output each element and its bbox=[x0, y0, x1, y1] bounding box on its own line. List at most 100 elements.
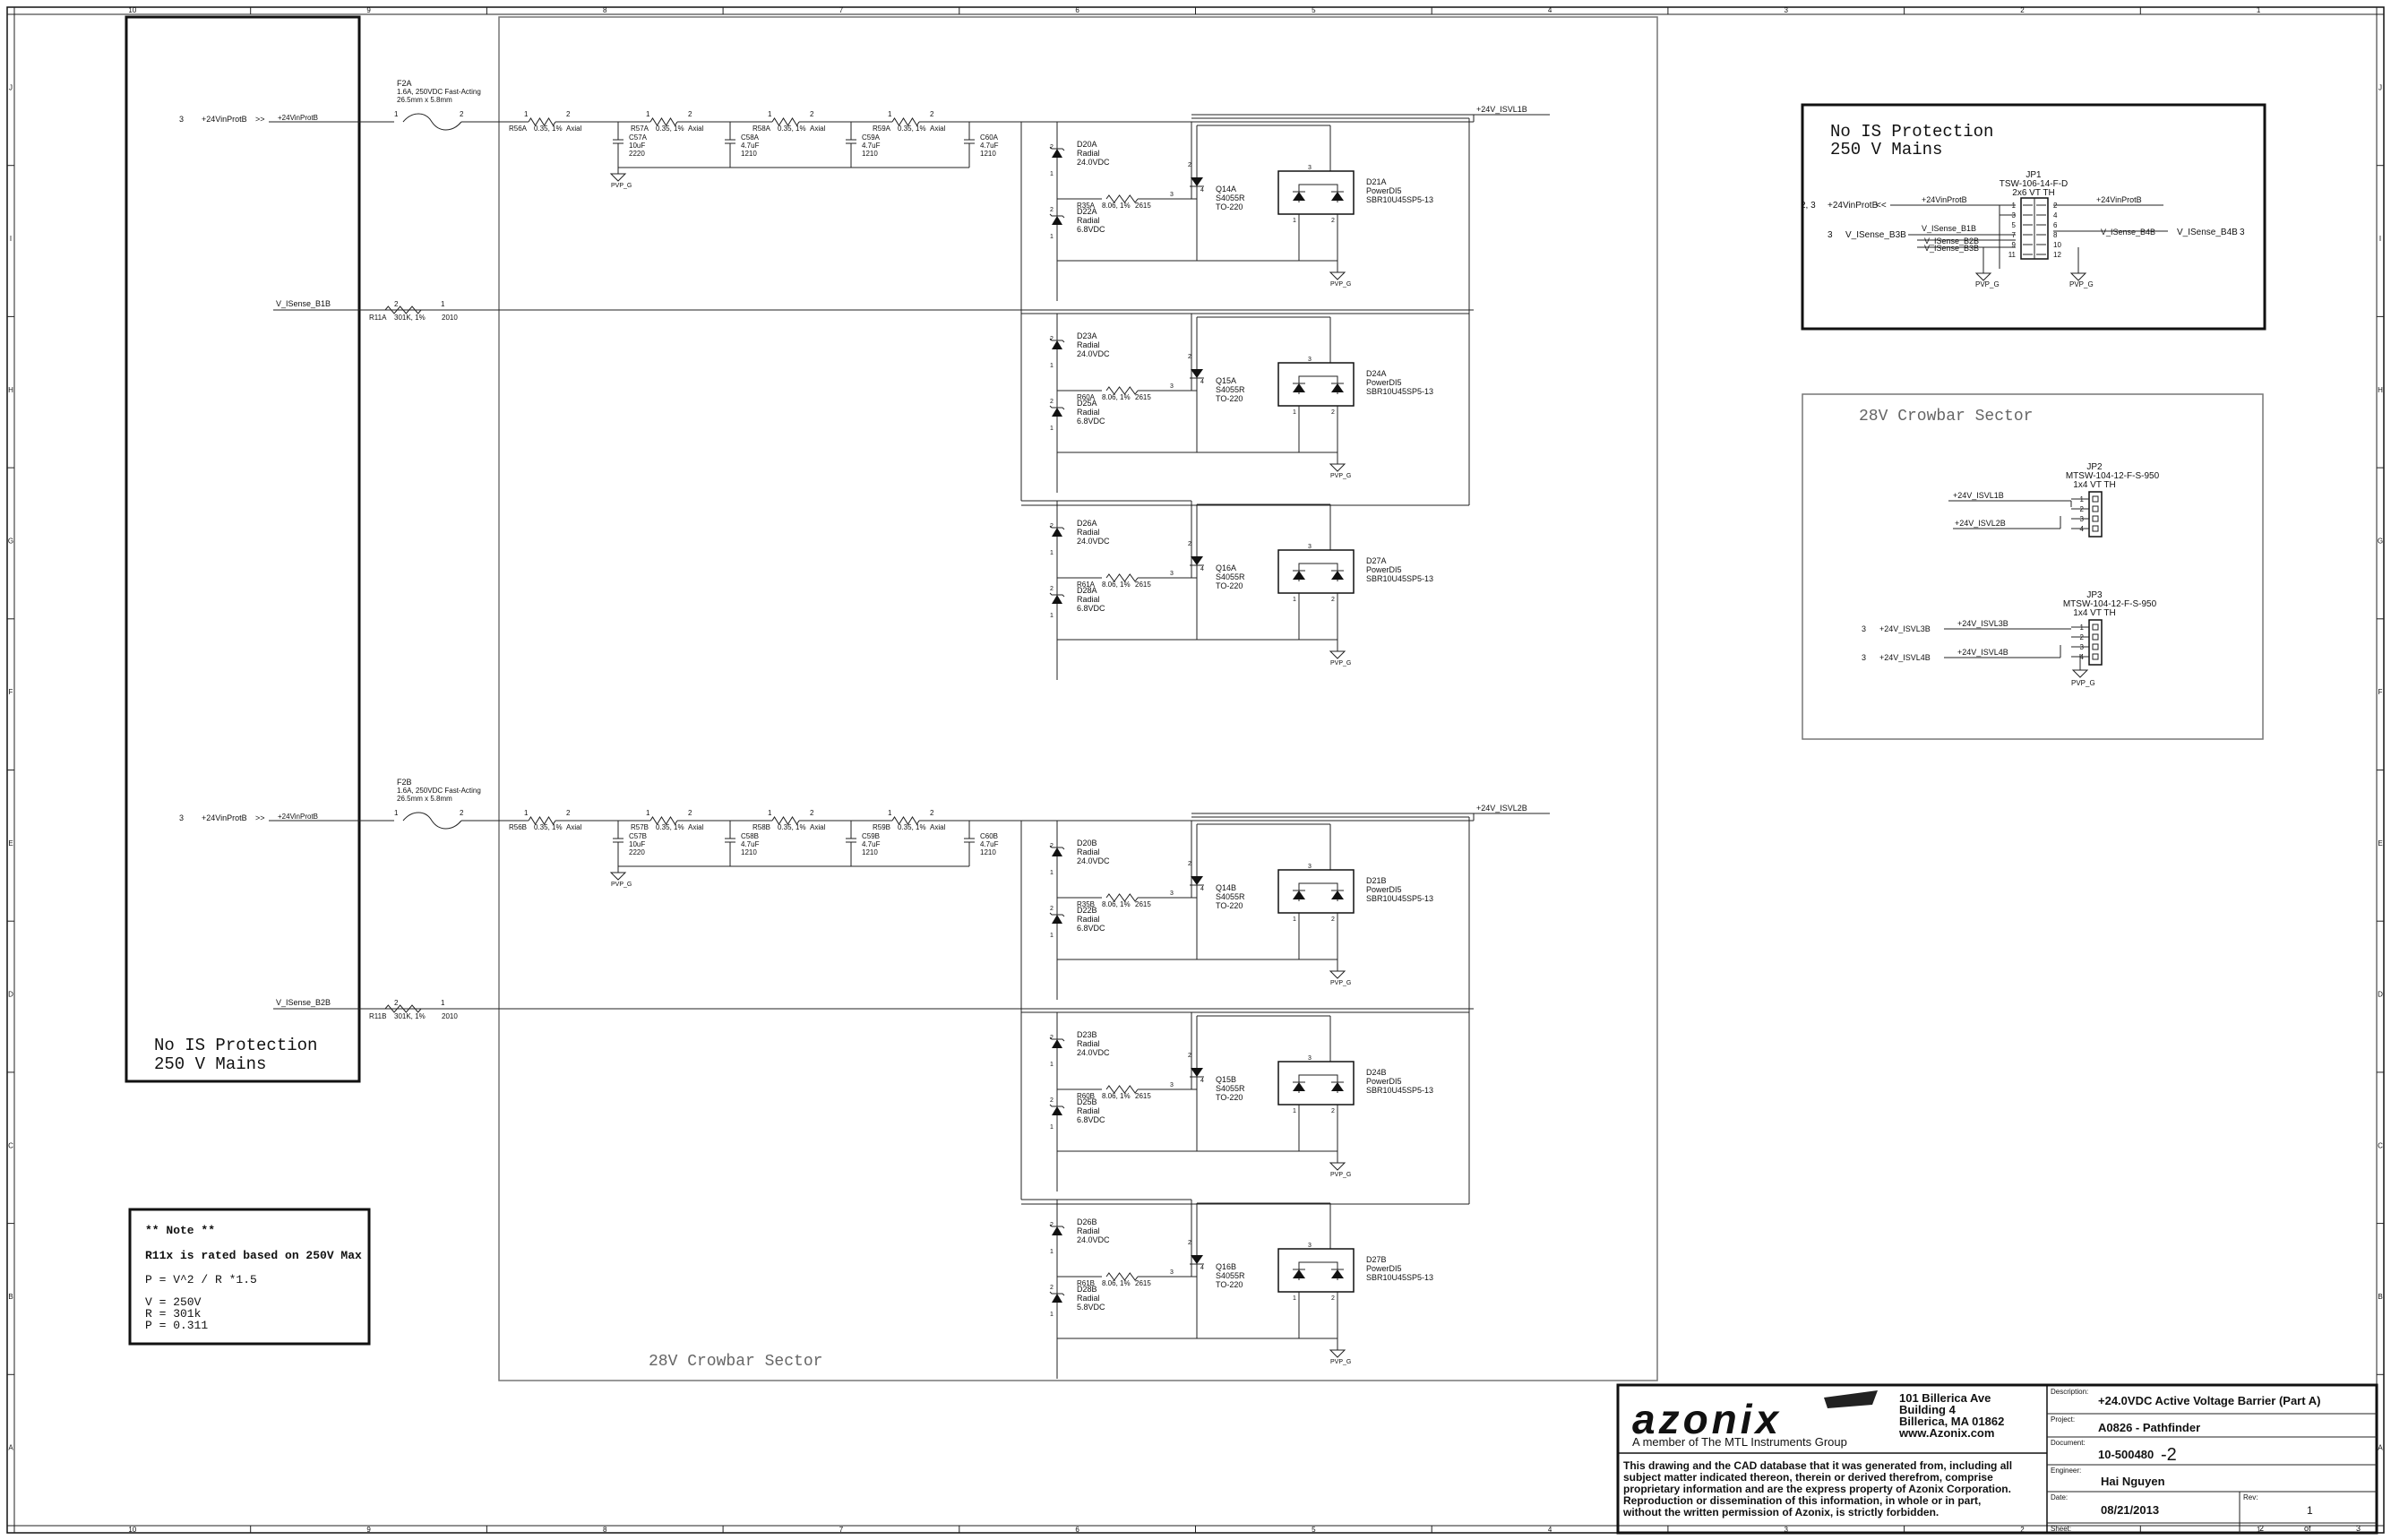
resistor-value: 0.35, 1% bbox=[656, 125, 684, 133]
resistor-pin: 1 bbox=[768, 110, 772, 118]
zener-voltage: 24.0VDC bbox=[1077, 158, 1110, 167]
zener-ref: D22B bbox=[1077, 906, 1097, 915]
jp1-part: TSW-106-14-F-D bbox=[2000, 179, 2068, 189]
jp2-pin-mark bbox=[2092, 515, 2099, 522]
border-col-label: 2 bbox=[2020, 6, 2025, 14]
zener-pin: 1 bbox=[1050, 426, 1054, 432]
address-1: 101 Billerica Ave bbox=[1899, 1391, 1991, 1405]
scr-pin: 2 bbox=[1188, 1053, 1191, 1059]
power-diode-package bbox=[1277, 1061, 1355, 1106]
zener-voltage: 6.8VDC bbox=[1077, 225, 1105, 234]
sheet-border bbox=[6, 6, 2385, 1534]
scr-package: TO-220 bbox=[1216, 394, 1243, 403]
ground-label: PVP_G bbox=[1330, 980, 1351, 986]
resistor-package: Axial bbox=[566, 125, 582, 133]
jp2-connector bbox=[2088, 491, 2103, 538]
power-diode-icon bbox=[1293, 890, 1305, 899]
jp1-net-in-wire: +24VinProtB bbox=[1922, 195, 1967, 204]
zener-diode-icon bbox=[1052, 149, 1062, 158]
jp1-pin-left: 5 bbox=[2012, 221, 2017, 229]
resistor-icon bbox=[771, 117, 800, 126]
jp1-box: No IS Protection 250 V Mains JP1 TSW-106… bbox=[1801, 103, 2266, 331]
scr-part: S4055R bbox=[1216, 572, 1245, 581]
scr-icon bbox=[1191, 556, 1203, 565]
note-line-2: P = V^2 / R *1.5 bbox=[145, 1273, 257, 1286]
resistor-pin: 2 bbox=[566, 110, 571, 118]
scr-pin: 4 bbox=[1200, 379, 1204, 385]
zener-diode-icon bbox=[1052, 915, 1062, 924]
zener-bar bbox=[1049, 405, 1065, 410]
resistor-value: 0.35, 1% bbox=[534, 823, 563, 831]
jp1-net-in-label: +24VinProtB bbox=[1828, 201, 1879, 211]
left-box-title-2: 250 V Mains bbox=[154, 1054, 266, 1074]
vsense-label: V_ISense_B2B bbox=[276, 998, 331, 1007]
sense-resistor-pin: 2 bbox=[394, 999, 399, 1007]
border-col-label: 10 bbox=[128, 6, 136, 14]
zener-type: Radial bbox=[1077, 1106, 1100, 1115]
jp1-box-title-2: 250 V Mains bbox=[1830, 140, 1942, 159]
ground-icon bbox=[609, 872, 627, 881]
diode-pin: 1 bbox=[1293, 1295, 1296, 1302]
gate-resistor-package: 2615 bbox=[1135, 393, 1151, 401]
project: A0826 - Pathfinder bbox=[2098, 1421, 2200, 1434]
gate-resistor-value: 8.06, 1% bbox=[1102, 581, 1131, 589]
sense-resistor-package: 2010 bbox=[442, 314, 458, 322]
azonix-logo: azonix bbox=[1632, 1396, 1782, 1442]
border-col-label: 2 bbox=[2020, 1526, 2025, 1534]
output-net-label: +24V_ISVL2B bbox=[1476, 804, 1527, 813]
diode-pin: 3 bbox=[1308, 544, 1312, 550]
no-is-protection-box bbox=[125, 15, 361, 1083]
input-pin-number: 3 bbox=[179, 115, 184, 124]
jp3-pin-mark bbox=[2092, 624, 2099, 631]
rev: 1 bbox=[2307, 1504, 2313, 1517]
border-col-label: 3 bbox=[1785, 6, 1789, 14]
jp1-vs-c: V_ISense_B3B bbox=[1924, 244, 1979, 253]
power-diode-part: SBR10U45SP5-13 bbox=[1366, 894, 1433, 903]
border-row-label: D bbox=[2378, 991, 2383, 999]
capacitor-ref: C59B bbox=[862, 832, 880, 840]
resistor-package: Axial bbox=[930, 823, 946, 831]
ground-label: PVP_G bbox=[1330, 473, 1351, 479]
disclaimer-3: proprietary information and are the expr… bbox=[1623, 1483, 2011, 1495]
zener-voltage: 24.0VDC bbox=[1077, 1048, 1110, 1057]
gate-resistor-package: 2615 bbox=[1135, 1092, 1151, 1100]
capacitor-ref: C58A bbox=[741, 133, 760, 142]
scr-ref: Q14B bbox=[1216, 883, 1236, 892]
resistor-value: 0.35, 1% bbox=[656, 823, 684, 831]
power-diode-icon bbox=[1293, 1269, 1305, 1278]
zener-voltage: 24.0VDC bbox=[1077, 1235, 1110, 1244]
diode-pin: 2 bbox=[1331, 1108, 1335, 1114]
jp1-pin-23: 2, 3 bbox=[1801, 201, 1816, 211]
border-row-label: J bbox=[2378, 83, 2382, 91]
border-row-label: C bbox=[2378, 1141, 2383, 1149]
sense-resistor-ref: R11B bbox=[369, 1012, 386, 1020]
zener-type: Radial bbox=[1077, 1226, 1100, 1235]
jp1-vs-right-wire: V_ISense_B4B bbox=[2101, 228, 2155, 237]
border-col-label: 1 bbox=[2257, 6, 2261, 14]
border-row-label: E bbox=[8, 839, 13, 847]
resistor-bg bbox=[624, 815, 695, 828]
ground-icon bbox=[609, 173, 627, 182]
jp1-vs-left: V_ISense_B3B bbox=[1845, 230, 1906, 240]
diode-pin: 3 bbox=[1308, 357, 1312, 363]
scr-icon bbox=[1191, 876, 1203, 885]
scr-pin: 3 bbox=[1170, 1082, 1174, 1088]
resistor-icon bbox=[771, 816, 800, 825]
crowbar-stage: 2121D23BRadial24.0VDCD25BRadial6.8VDCR60… bbox=[1021, 1008, 1470, 1205]
jp2-pin-mark bbox=[2092, 525, 2099, 532]
scr-part: S4055R bbox=[1216, 385, 1245, 394]
resistor-ref: R58A bbox=[753, 125, 771, 133]
zener-pin: 2 bbox=[1050, 399, 1054, 405]
scr-package: TO-220 bbox=[1216, 581, 1243, 590]
jp1-ref: JP1 bbox=[2025, 170, 2042, 180]
power-diode-wire bbox=[1298, 184, 1338, 202]
jp1-vs-a: V_ISense_B1B bbox=[1922, 224, 1976, 233]
zener-voltage: 6.8VDC bbox=[1077, 924, 1105, 933]
border-col-label: 7 bbox=[839, 1526, 844, 1534]
capacitor-value: 4.7uF bbox=[980, 840, 999, 848]
ground-icon bbox=[1329, 1349, 1346, 1358]
document-revision: -2 bbox=[2161, 1445, 2177, 1465]
scr-ref: Q16A bbox=[1216, 564, 1236, 572]
resistor-icon bbox=[649, 816, 678, 825]
power-diode-wire bbox=[1298, 375, 1338, 394]
